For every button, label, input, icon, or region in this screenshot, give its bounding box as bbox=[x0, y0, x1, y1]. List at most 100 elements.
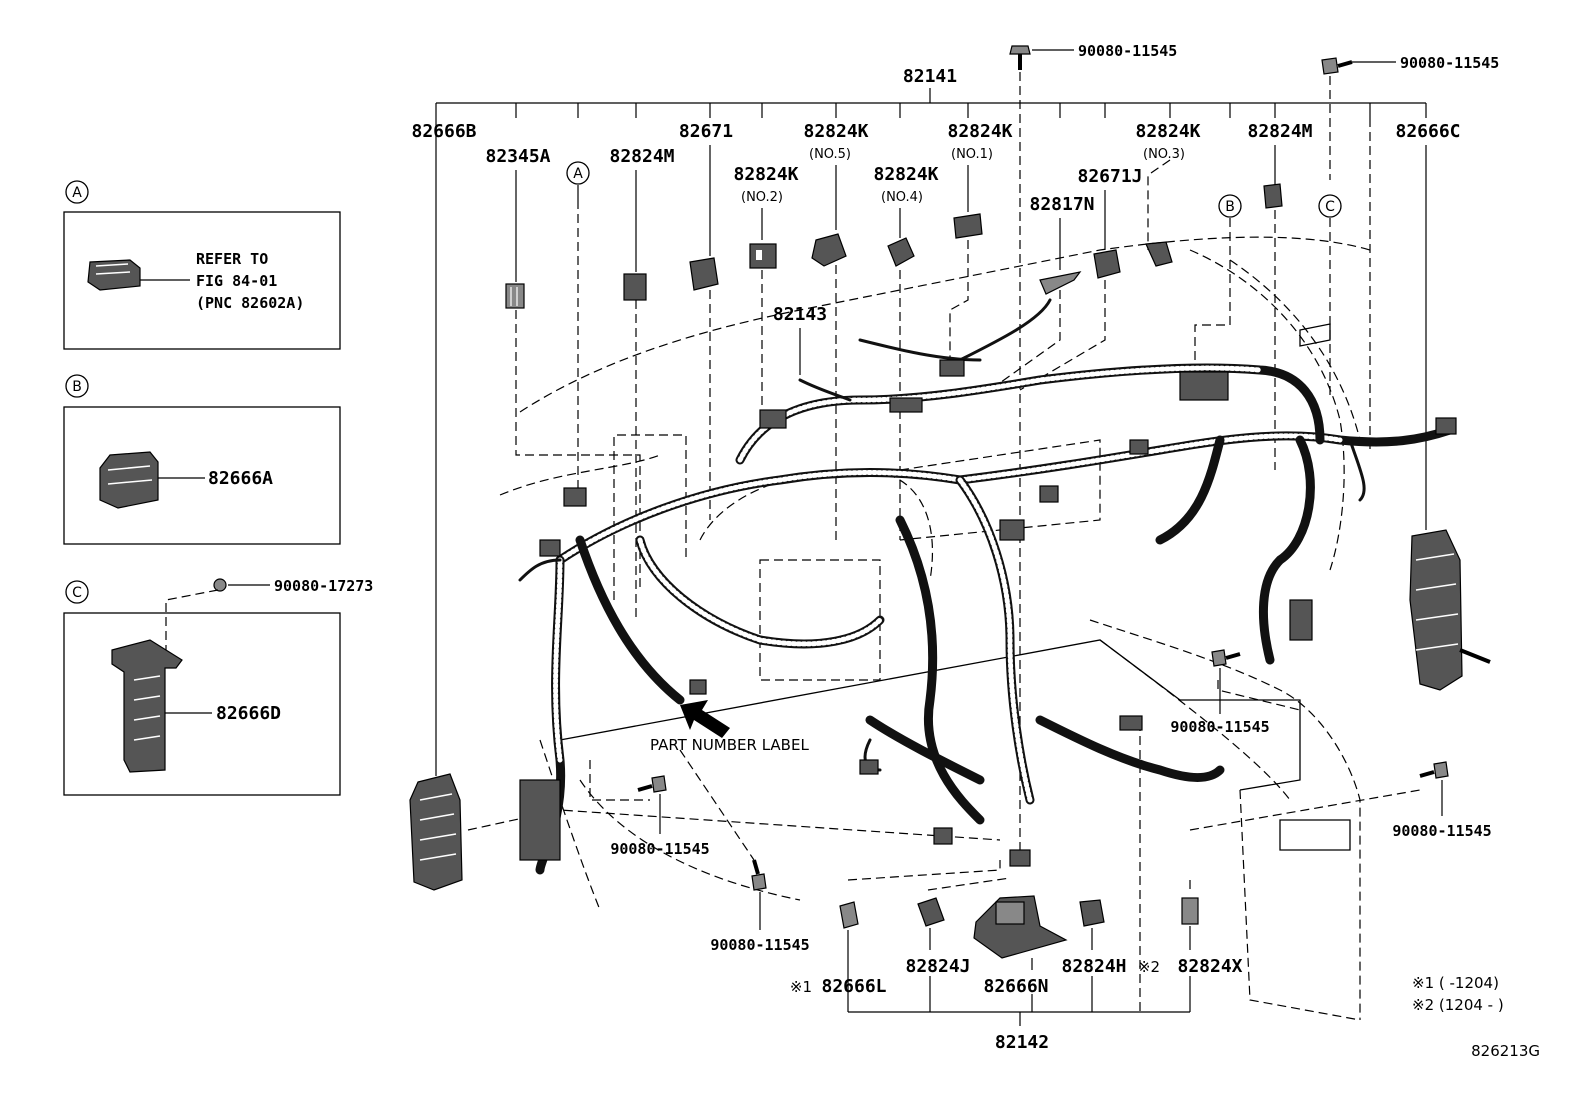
connector-82824k-no2-icon bbox=[749, 243, 777, 269]
callout-bolt-left-low: 90080-11545 bbox=[610, 840, 709, 858]
inset-a-marker-circle bbox=[65, 180, 89, 204]
callout-bolt-top-right: 90080-11545 bbox=[1400, 54, 1499, 72]
callout-82824k-no1-sub: (NO.1) bbox=[951, 147, 993, 162]
callout-82671: 82671 bbox=[679, 121, 733, 142]
connector-82817n-icon bbox=[1039, 271, 1082, 295]
callout-82824k-no2-sub: (NO.2) bbox=[741, 190, 783, 205]
connector-82671-icon bbox=[689, 257, 719, 291]
connector-82824m-left-icon bbox=[623, 273, 647, 301]
inset-b: B 82666A bbox=[63, 374, 341, 545]
part-number-label-arrow-icon bbox=[680, 700, 730, 738]
inset-b-marker-circle bbox=[65, 374, 89, 398]
callout-82824k-no4-sub: (NO.4) bbox=[881, 190, 923, 205]
callout-82824k-no4: 82824K bbox=[873, 164, 938, 185]
callout-82666c: 82666C bbox=[1395, 121, 1460, 142]
callout-bolt-top-center: 90080-11545 bbox=[1078, 42, 1177, 60]
marker-c-circle bbox=[1318, 194, 1342, 218]
marker-c: C bbox=[1325, 199, 1335, 215]
inset-a-frame bbox=[63, 211, 341, 350]
inset-c-bolt-dash bbox=[165, 589, 219, 660]
connector-82824x-icon bbox=[1181, 897, 1199, 925]
callout-82345a: 82345A bbox=[485, 146, 550, 167]
marker-a: A bbox=[573, 166, 583, 182]
callout-82666n: 82666N bbox=[983, 976, 1048, 997]
callout-bolt-bottom: 90080-11545 bbox=[710, 936, 809, 954]
inset-c-marker-circle bbox=[65, 580, 89, 604]
callout-82824k-no3-sub: (NO.3) bbox=[1143, 147, 1185, 162]
dashed-routing bbox=[467, 118, 1421, 1012]
inset-c-bolt: 90080-17273 bbox=[274, 577, 373, 595]
bolt-right-mid-icon bbox=[1211, 649, 1241, 667]
callout-82824k-no3: 82824K bbox=[1135, 121, 1200, 142]
inset-a-line3: (PNC 82602A) bbox=[196, 294, 304, 312]
callout-82824m-right: 82824M bbox=[1247, 121, 1312, 142]
callout-82824x: 82824X bbox=[1177, 956, 1242, 977]
junction-block-82666b-icon bbox=[409, 773, 463, 891]
callout-82824k-no5: 82824K bbox=[803, 121, 868, 142]
callout-82671j: 82671J bbox=[1077, 166, 1142, 187]
inset-a: A REFER TO FIG 84-01 (PNC 82602A) bbox=[63, 180, 341, 350]
inset-b-part: 82666A bbox=[208, 468, 273, 489]
connector-82824m-right-icon bbox=[1263, 183, 1283, 209]
inset-c-marker: C bbox=[72, 585, 82, 601]
inset-c-frame bbox=[63, 612, 341, 796]
bracket-82666d-icon bbox=[111, 639, 183, 773]
connector-82824k-no3-icon bbox=[1145, 241, 1173, 267]
callout-82824k-no5-sub: (NO.5) bbox=[809, 147, 851, 162]
bolt-90080-17273-icon bbox=[213, 578, 227, 592]
bracket-82141-drops bbox=[435, 103, 1427, 118]
connector-82824k-no5-icon bbox=[811, 233, 847, 267]
connector-82666a-icon bbox=[99, 451, 159, 509]
connector-82666l-icon bbox=[839, 901, 859, 929]
callout-82666b: 82666B bbox=[411, 121, 476, 142]
sub-harness-leaders bbox=[847, 926, 1191, 1026]
wire-harness bbox=[518, 298, 1455, 875]
bolt-top-center-icon bbox=[1009, 45, 1031, 70]
dash-panel-solid bbox=[559, 323, 1351, 851]
connector-82824k-no1-icon bbox=[953, 213, 983, 239]
inset-a-line1: REFER TO bbox=[196, 250, 268, 268]
connector-82602a-icon bbox=[87, 259, 141, 291]
callout-82824k-no1: 82824K bbox=[947, 121, 1012, 142]
callout-bolt-right-mid: 90080-11545 bbox=[1170, 718, 1269, 736]
bracket-82666n-icon bbox=[973, 895, 1068, 959]
connector-82824k-no4-icon bbox=[887, 237, 915, 267]
callout-82824k-no2: 82824K bbox=[733, 164, 798, 185]
inset-a-line2: FIG 84-01 bbox=[196, 272, 277, 290]
marker-a-circle bbox=[566, 161, 590, 185]
callout-82824m-left: 82824M bbox=[609, 146, 674, 167]
bolt-top-right-icon bbox=[1321, 57, 1353, 75]
inset-c: C 90080-17273 82666D bbox=[63, 577, 373, 796]
junction-block-82666c-icon bbox=[1409, 529, 1491, 691]
part-number-label: PART NUMBER LABEL bbox=[650, 736, 809, 754]
figure-id: 826213G bbox=[1471, 1042, 1540, 1060]
inset-b-marker: B bbox=[72, 379, 82, 395]
connector-82824j-icon bbox=[917, 897, 945, 927]
bolt-right-low-icon bbox=[1419, 761, 1449, 779]
callout-82141: 82141 bbox=[903, 66, 957, 87]
leader-lines bbox=[435, 118, 1427, 770]
marker-b: B bbox=[1225, 199, 1235, 215]
inset-b-frame bbox=[63, 406, 341, 545]
mark-1-82666l: ※1 bbox=[790, 978, 812, 996]
note-1: ※1 ( -1204) bbox=[1412, 974, 1499, 992]
callout-82666l: 82666L bbox=[821, 976, 886, 997]
callout-82824h: 82824H bbox=[1061, 956, 1126, 977]
bolt-left-low-icon bbox=[637, 775, 667, 793]
callout-82817n: 82817N bbox=[1029, 194, 1094, 215]
connector-82824h-icon bbox=[1079, 899, 1105, 927]
callout-82142: 82142 bbox=[995, 1032, 1049, 1053]
bolt-bottom-icon bbox=[751, 859, 767, 891]
connector-82671j-icon bbox=[1093, 249, 1121, 279]
callout-82143: 82143 bbox=[773, 304, 827, 325]
inset-c-part: 82666D bbox=[216, 703, 281, 724]
callout-82824j: 82824J bbox=[905, 956, 970, 977]
harness-connectors bbox=[519, 359, 1457, 867]
note-2: ※2 (1204 - ) bbox=[1412, 996, 1504, 1014]
marker-b-circle bbox=[1218, 194, 1242, 218]
inset-a-marker: A bbox=[72, 185, 82, 201]
callout-bolt-right-low: 90080-11545 bbox=[1392, 822, 1491, 840]
mark-2-82824x: ※2 bbox=[1138, 958, 1160, 976]
